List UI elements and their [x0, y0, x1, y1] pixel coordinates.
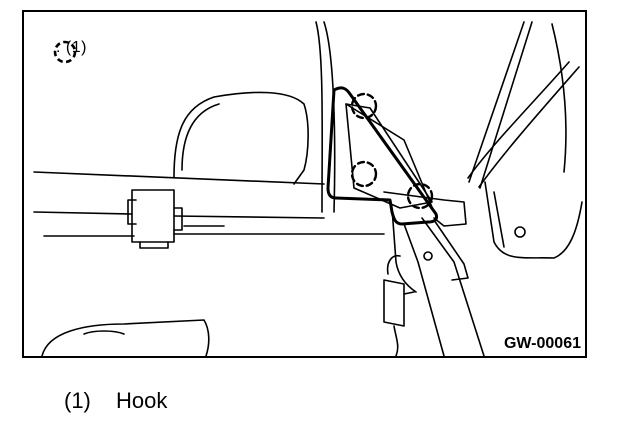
a-pillar [467, 61, 570, 179]
caption-text: Hook [116, 388, 168, 413]
hook-marker-3 [406, 182, 434, 210]
door-beltline [33, 171, 325, 185]
dashed-circle-icon [53, 40, 77, 64]
door-mirror-illustration [33, 21, 583, 356]
hook-marker-1 [350, 92, 378, 120]
beltline-clip [131, 189, 175, 243]
legend: : (1) [52, 39, 87, 64]
mirror-base-cover [326, 86, 438, 226]
hook-marker-2 [350, 160, 378, 188]
outside-mirror-outline [173, 91, 309, 185]
diagram-frame: : (1) GW-00061 [22, 10, 587, 358]
caption-number: (1) [64, 388, 91, 413]
caption: (1) Hook [64, 388, 167, 414]
window-glass-edge [315, 21, 324, 213]
figure-code: GW-00061 [503, 335, 581, 352]
trim-panel [41, 319, 210, 356]
harness-connector [383, 279, 405, 327]
